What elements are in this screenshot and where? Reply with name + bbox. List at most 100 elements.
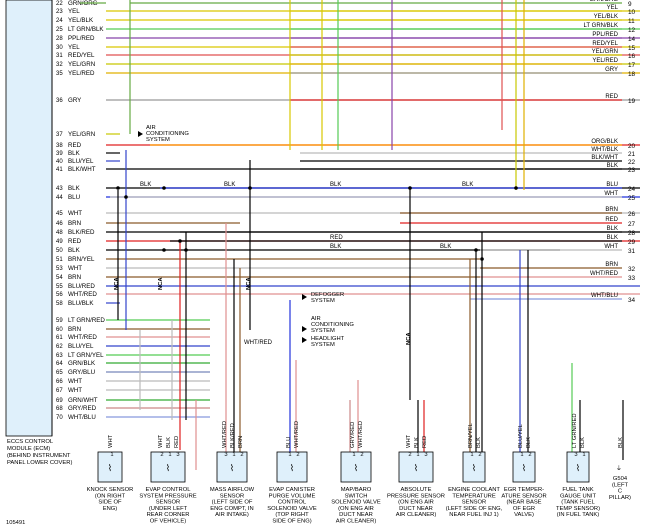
ecm-pin-label: YEL/GRN xyxy=(68,61,95,68)
ecm-pin-number: 28 xyxy=(56,36,63,42)
component-body xyxy=(398,451,434,483)
component-pin-number: 2 xyxy=(296,452,299,458)
component-caption: PILLAR) xyxy=(609,495,631,501)
ecm-pin-label: YEL xyxy=(68,44,80,51)
component-pin-number: 1 xyxy=(110,452,113,458)
right-terminal-number: 22 xyxy=(628,159,636,166)
right-terminal-number: 14 xyxy=(628,36,636,43)
right-terminal-label: RED xyxy=(605,217,618,223)
component-caption: EVAP CANISTER xyxy=(269,487,315,493)
ecm-pin-label: GRY/RED xyxy=(68,405,97,412)
nca-label: NCA xyxy=(158,277,164,290)
component-wire-label: WHT xyxy=(158,434,164,448)
right-terminal-label: BRN xyxy=(605,207,618,213)
right-terminal-number: 16 xyxy=(628,53,636,60)
component-caption: ABSOLUTE xyxy=(401,487,432,493)
ecm-pin-number: 25 xyxy=(56,27,63,33)
splice-dot xyxy=(116,186,120,190)
mid-label-blk: BLK xyxy=(140,182,151,188)
diagram-id: 105491 xyxy=(6,520,25,526)
component-pin-number: 1 xyxy=(582,452,585,458)
right-terminal-number: 31 xyxy=(628,248,636,255)
right-terminal-label: YEL xyxy=(607,5,619,11)
right-terminal-number: 32 xyxy=(628,266,636,273)
ecm-pin-label: GRN/WHT xyxy=(68,397,98,404)
right-terminal-number: 10 xyxy=(628,9,636,16)
ecm-pin-label: WHT/RED xyxy=(68,291,97,298)
component-caption: TEMP SENSOR) xyxy=(556,506,600,512)
ecm-pin-number: 23 xyxy=(56,9,63,15)
ecm-pin-number: 53 xyxy=(56,266,63,272)
ecm-pin-label: BLU/RED xyxy=(68,283,95,290)
right-terminal-label: WHT/BLU xyxy=(591,293,618,299)
ecm-pin-number: 50 xyxy=(56,248,63,254)
ecm-pin-number: 58 xyxy=(56,301,63,307)
ecm-pin-label: BLK xyxy=(68,150,81,157)
right-terminal-number: 19 xyxy=(628,98,636,105)
ecm-pin-number: 65 xyxy=(56,370,63,376)
right-terminal-label: GRY xyxy=(605,67,618,73)
right-terminal-number: 18 xyxy=(628,71,636,78)
component-caption: DUCT NEAR xyxy=(339,512,373,518)
component-caption: (ON RIGHT xyxy=(95,493,126,499)
ecm-pin-label: BLK xyxy=(68,247,81,254)
ecm-caption-4: PANEL LOWER COVER) xyxy=(7,460,72,466)
ecm-pin-label: YEL/GRN xyxy=(68,131,95,138)
right-terminal-number: 25 xyxy=(628,195,636,202)
ecm-pin-label: GRY/BLU xyxy=(68,369,95,376)
component-caption: AIR INTAKE) xyxy=(215,512,249,518)
ecm-pin-number: 68 xyxy=(56,406,63,412)
right-terminal-number: 24 xyxy=(628,186,636,193)
ecm-pin-label: BRN xyxy=(68,274,81,281)
component-pin-number: 2 xyxy=(240,452,243,458)
ecm-pin-number: 62 xyxy=(56,344,63,350)
component-caption: ATURE SENSOR xyxy=(501,493,546,499)
ecm-pin-number: 54 xyxy=(56,275,63,281)
ecm-pin-number: 61 xyxy=(56,335,63,341)
component-pin-number: 2 xyxy=(478,452,481,458)
note-defogger-system: SYSTEM xyxy=(311,298,335,304)
component-wire-label: RED xyxy=(422,436,428,448)
component-caption: C xyxy=(618,489,622,495)
nca-label: NCA xyxy=(246,277,252,290)
component-symbol: ⌇ xyxy=(108,463,112,473)
component-body xyxy=(276,451,308,483)
ecm-pin-label: YEL xyxy=(68,8,80,15)
component-caption: SIDE OF ENG) xyxy=(272,519,311,525)
ecm-pin-number: 41 xyxy=(56,167,63,173)
component-caption: SYSTEM PRESSURE xyxy=(139,493,196,499)
ecm-pin-number: 44 xyxy=(56,195,63,201)
ecm-pin-label: BRN xyxy=(68,220,81,227)
right-terminal-row: YEL 10 xyxy=(290,5,636,16)
component-caption: (TANK FUEL xyxy=(561,500,595,506)
component-wire-label: WHT/RED xyxy=(222,421,228,448)
ecm-pin-label: BLK/RED xyxy=(68,229,95,236)
right-terminal-label: LT GRN/BLK xyxy=(584,23,618,29)
right-terminal-label: YEL/GRN xyxy=(592,49,618,55)
splice-dot xyxy=(178,239,182,243)
arrow-icon xyxy=(138,131,143,137)
ecm-pin-label: BLU xyxy=(68,194,80,201)
ecm-pin-label: WHT xyxy=(68,378,82,385)
right-terminal-label: WHT/BLK xyxy=(591,147,618,153)
note-headlight-system: SYSTEM xyxy=(311,342,335,348)
component-wire-label: BLK xyxy=(166,437,172,448)
ecm-caption-2: MODULE (ECM) xyxy=(7,446,50,452)
ecm-pin-row: 65 GRY/BLU xyxy=(56,369,210,376)
